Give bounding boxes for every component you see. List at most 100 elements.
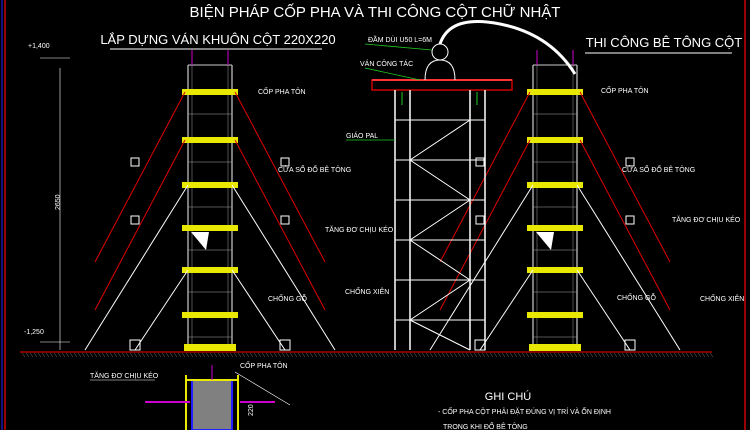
ground-hatch <box>629 352 634 358</box>
ground-hatch <box>649 352 654 358</box>
ground-hatch <box>449 352 454 358</box>
scaffold-diagonal <box>409 199 471 241</box>
ground-hatch <box>337 352 342 358</box>
left-column-wood-prop <box>134 269 189 351</box>
ground-hatch <box>389 352 394 358</box>
ground-hatch <box>305 352 310 358</box>
ground-hatch <box>217 352 222 358</box>
left-column-clamp <box>182 225 238 231</box>
left-column-brace <box>84 184 189 351</box>
ground-hatch <box>513 352 518 358</box>
ground-hatch <box>577 352 582 358</box>
ground-hatch <box>669 352 674 358</box>
ground-hatch <box>393 352 398 358</box>
ground-hatch <box>689 352 694 358</box>
ground-hatch <box>569 352 574 358</box>
ground-hatch <box>369 352 374 358</box>
ground-hatch <box>441 352 446 358</box>
plan-dim: 220 <box>248 404 255 416</box>
leader-line <box>364 67 421 81</box>
ground-hatch <box>137 352 142 358</box>
ground-hatch <box>293 352 298 358</box>
ground-hatch <box>697 352 702 358</box>
ground-hatch <box>53 352 58 358</box>
ground-hatch <box>333 352 338 358</box>
ground-hatch <box>85 352 90 358</box>
ground-hatch <box>409 352 414 358</box>
ground-hatch <box>365 352 370 358</box>
ground-hatch <box>341 352 346 358</box>
ground-hatch <box>645 352 650 358</box>
ground-hatch <box>549 352 554 358</box>
label-window-left: CỬA SỔ ĐỔ BÊ TÔNG <box>278 165 351 174</box>
ground-hatch <box>357 352 362 358</box>
ground-hatch <box>69 352 74 358</box>
ground-hatch <box>185 352 190 358</box>
ground-hatch <box>233 352 238 358</box>
ground-hatch <box>405 352 410 358</box>
ground-hatch <box>89 352 94 358</box>
ground-hatch <box>433 352 438 358</box>
ground-hatch <box>661 352 666 358</box>
right-column-turnbuckle-icon <box>475 215 485 225</box>
left-column-clamp <box>182 89 238 95</box>
ground-hatch <box>325 352 330 358</box>
left-column-tie <box>94 139 186 311</box>
ground-hatch <box>465 352 470 358</box>
notes-line-2: TRONG KHI ĐỔ BÊ TÔNG <box>443 422 528 430</box>
ground-hatch <box>73 352 78 358</box>
right-column-clamp <box>527 225 583 231</box>
ground-hatch <box>353 352 358 358</box>
ground-hatch <box>349 352 354 358</box>
ground-hatch <box>181 352 186 358</box>
label-formwork-right: CỐP PHA TÔN <box>601 85 649 95</box>
ground-hatch <box>373 352 378 358</box>
ground-hatch <box>49 352 54 358</box>
left-column-base <box>184 344 236 351</box>
ground-hatch <box>665 352 670 358</box>
ground-hatch <box>189 352 194 358</box>
ground-hatch <box>249 352 254 358</box>
left-column-wood-prop <box>231 269 286 351</box>
ground-hatch <box>609 352 614 358</box>
ground-hatch <box>481 352 486 358</box>
ground-hatch <box>709 352 714 358</box>
ground-hatch <box>209 352 214 358</box>
ground-hatch <box>225 352 230 358</box>
ground-hatch <box>361 352 366 358</box>
ground-hatch <box>25 352 30 358</box>
ground-hatch <box>21 352 26 358</box>
right-column-tie <box>579 139 671 311</box>
ground-hatch <box>269 352 274 358</box>
ground-hatch <box>321 352 326 358</box>
ground-hatch <box>553 352 558 358</box>
ground-hatch <box>541 352 546 358</box>
ground-hatch <box>573 352 578 358</box>
left-column-brace <box>231 184 336 351</box>
right-column-turnbuckle-icon <box>625 157 635 167</box>
scaffold-diagonal <box>409 239 471 281</box>
scaffold-diagonal <box>409 319 471 351</box>
ground-hatch <box>149 352 154 358</box>
ground-hatch <box>77 352 82 358</box>
ground-hatch <box>61 352 66 358</box>
ground-hatch <box>461 352 466 358</box>
geometry <box>20 20 714 430</box>
label-formwork-left: CỐP PHA TÔN <box>258 86 306 96</box>
ground-hatch <box>157 352 162 358</box>
ground-hatch <box>457 352 462 358</box>
ground-hatch <box>105 352 110 358</box>
ground-hatch <box>397 352 402 358</box>
leader-line <box>234 371 291 406</box>
ground-hatch <box>129 352 134 358</box>
right-column-brace <box>576 184 681 351</box>
ground-hatch <box>637 352 642 358</box>
scaffold-diagonal <box>409 159 471 201</box>
ground-hatch <box>413 352 418 358</box>
ground-hatch <box>329 352 334 358</box>
left-column-anchor <box>129 339 141 351</box>
ground-hatch <box>205 352 210 358</box>
right-column-clamp <box>527 267 583 273</box>
ground-hatch <box>581 352 586 358</box>
